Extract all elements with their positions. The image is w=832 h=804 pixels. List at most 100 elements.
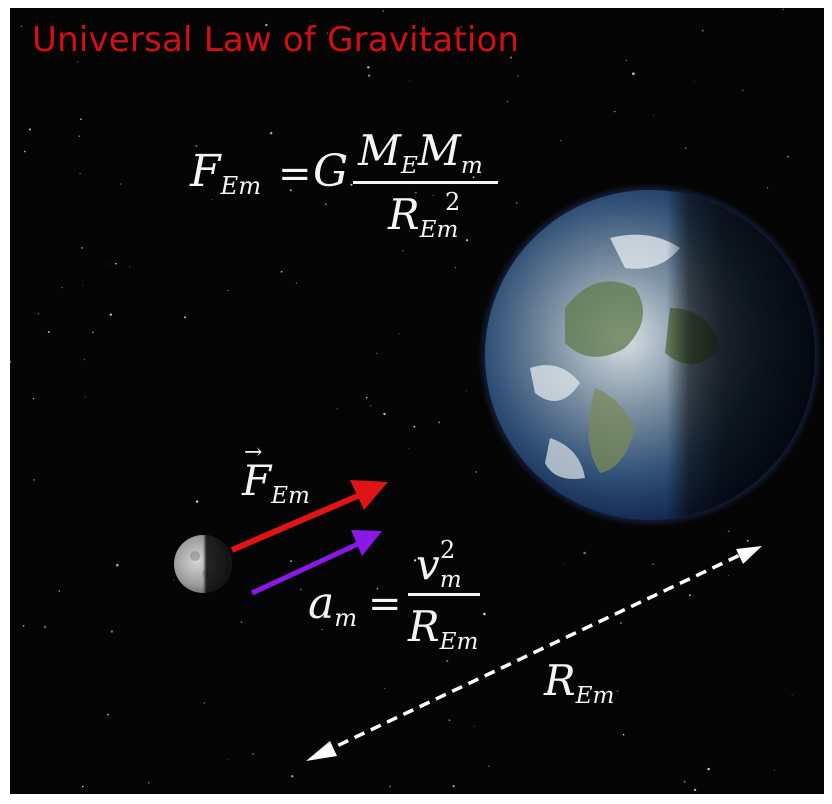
star <box>402 250 404 252</box>
star <box>506 100 509 103</box>
star <box>240 621 243 624</box>
star <box>291 775 294 778</box>
star <box>414 191 417 194</box>
star <box>22 625 25 627</box>
star <box>683 780 686 783</box>
force-fraction-bar <box>353 181 498 184</box>
star <box>446 659 449 663</box>
star <box>109 313 112 316</box>
force-vector-symbol: FEm <box>242 456 310 510</box>
star <box>32 397 35 400</box>
star <box>448 48 451 51</box>
star <box>622 733 625 736</box>
star <box>173 579 175 581</box>
star <box>195 500 199 503</box>
distance-arrow-head-end <box>736 546 762 564</box>
star <box>727 574 729 576</box>
star <box>195 144 198 147</box>
star <box>438 421 441 424</box>
force-lhs: FEm <box>190 146 262 201</box>
star <box>376 352 378 354</box>
distance-label: REm <box>544 656 615 710</box>
star <box>454 267 456 269</box>
star <box>110 630 114 633</box>
star <box>516 202 518 204</box>
acceleration-arrow-head <box>351 530 382 556</box>
star <box>368 74 371 77</box>
star <box>452 785 455 788</box>
force-arrow-shaft <box>230 492 362 553</box>
star <box>409 80 411 82</box>
acceleration-arrow <box>250 530 382 596</box>
star <box>472 176 475 179</box>
force-denominator-exponent: 2 <box>445 188 461 216</box>
star <box>10 361 12 364</box>
star <box>517 75 519 77</box>
star <box>460 26 463 28</box>
star <box>76 61 79 63</box>
star <box>203 702 206 704</box>
star <box>81 247 83 249</box>
star <box>211 199 213 201</box>
gravitational-constant: G <box>313 146 349 197</box>
star <box>693 788 697 792</box>
acceleration-numerator-exponent: 2 <box>440 536 456 564</box>
star <box>510 56 512 59</box>
starfield <box>10 8 793 792</box>
star <box>321 628 323 631</box>
star <box>546 690 549 693</box>
star <box>336 408 338 410</box>
acceleration-equals: = <box>368 581 402 627</box>
star <box>24 150 26 153</box>
star <box>325 203 327 205</box>
star <box>116 563 119 567</box>
star <box>43 625 47 629</box>
star <box>350 183 353 186</box>
star <box>147 781 150 784</box>
star <box>791 694 793 696</box>
star <box>184 316 187 319</box>
star <box>465 390 467 392</box>
star <box>114 262 117 265</box>
star <box>564 563 566 565</box>
star <box>583 551 586 555</box>
star <box>227 290 229 291</box>
star <box>370 405 372 407</box>
star <box>614 110 616 113</box>
star <box>632 72 635 75</box>
star <box>448 719 451 722</box>
star <box>652 114 655 116</box>
star <box>465 239 469 242</box>
star <box>376 588 379 590</box>
star <box>129 266 131 268</box>
star <box>560 139 562 142</box>
star <box>289 189 292 192</box>
distance-arrow <box>306 546 762 761</box>
star <box>742 89 744 92</box>
star <box>92 331 94 333</box>
star <box>398 333 400 335</box>
star <box>295 282 297 284</box>
illustration <box>10 8 822 792</box>
star <box>389 785 392 788</box>
star <box>47 330 50 334</box>
star <box>290 560 292 562</box>
force-denominator: REm <box>388 190 459 244</box>
star <box>694 81 696 83</box>
star <box>473 725 475 727</box>
star <box>79 172 81 175</box>
moon <box>174 535 232 593</box>
star <box>773 769 775 771</box>
star <box>413 559 417 562</box>
star <box>408 448 410 450</box>
star <box>326 32 329 34</box>
star <box>108 263 110 265</box>
star <box>382 9 385 12</box>
force-numerator: MEMm <box>358 126 483 180</box>
star <box>119 183 122 185</box>
star <box>432 195 434 197</box>
star <box>28 128 31 131</box>
distance-arrow-head-start <box>306 741 337 761</box>
star <box>106 713 109 716</box>
star <box>652 563 654 565</box>
